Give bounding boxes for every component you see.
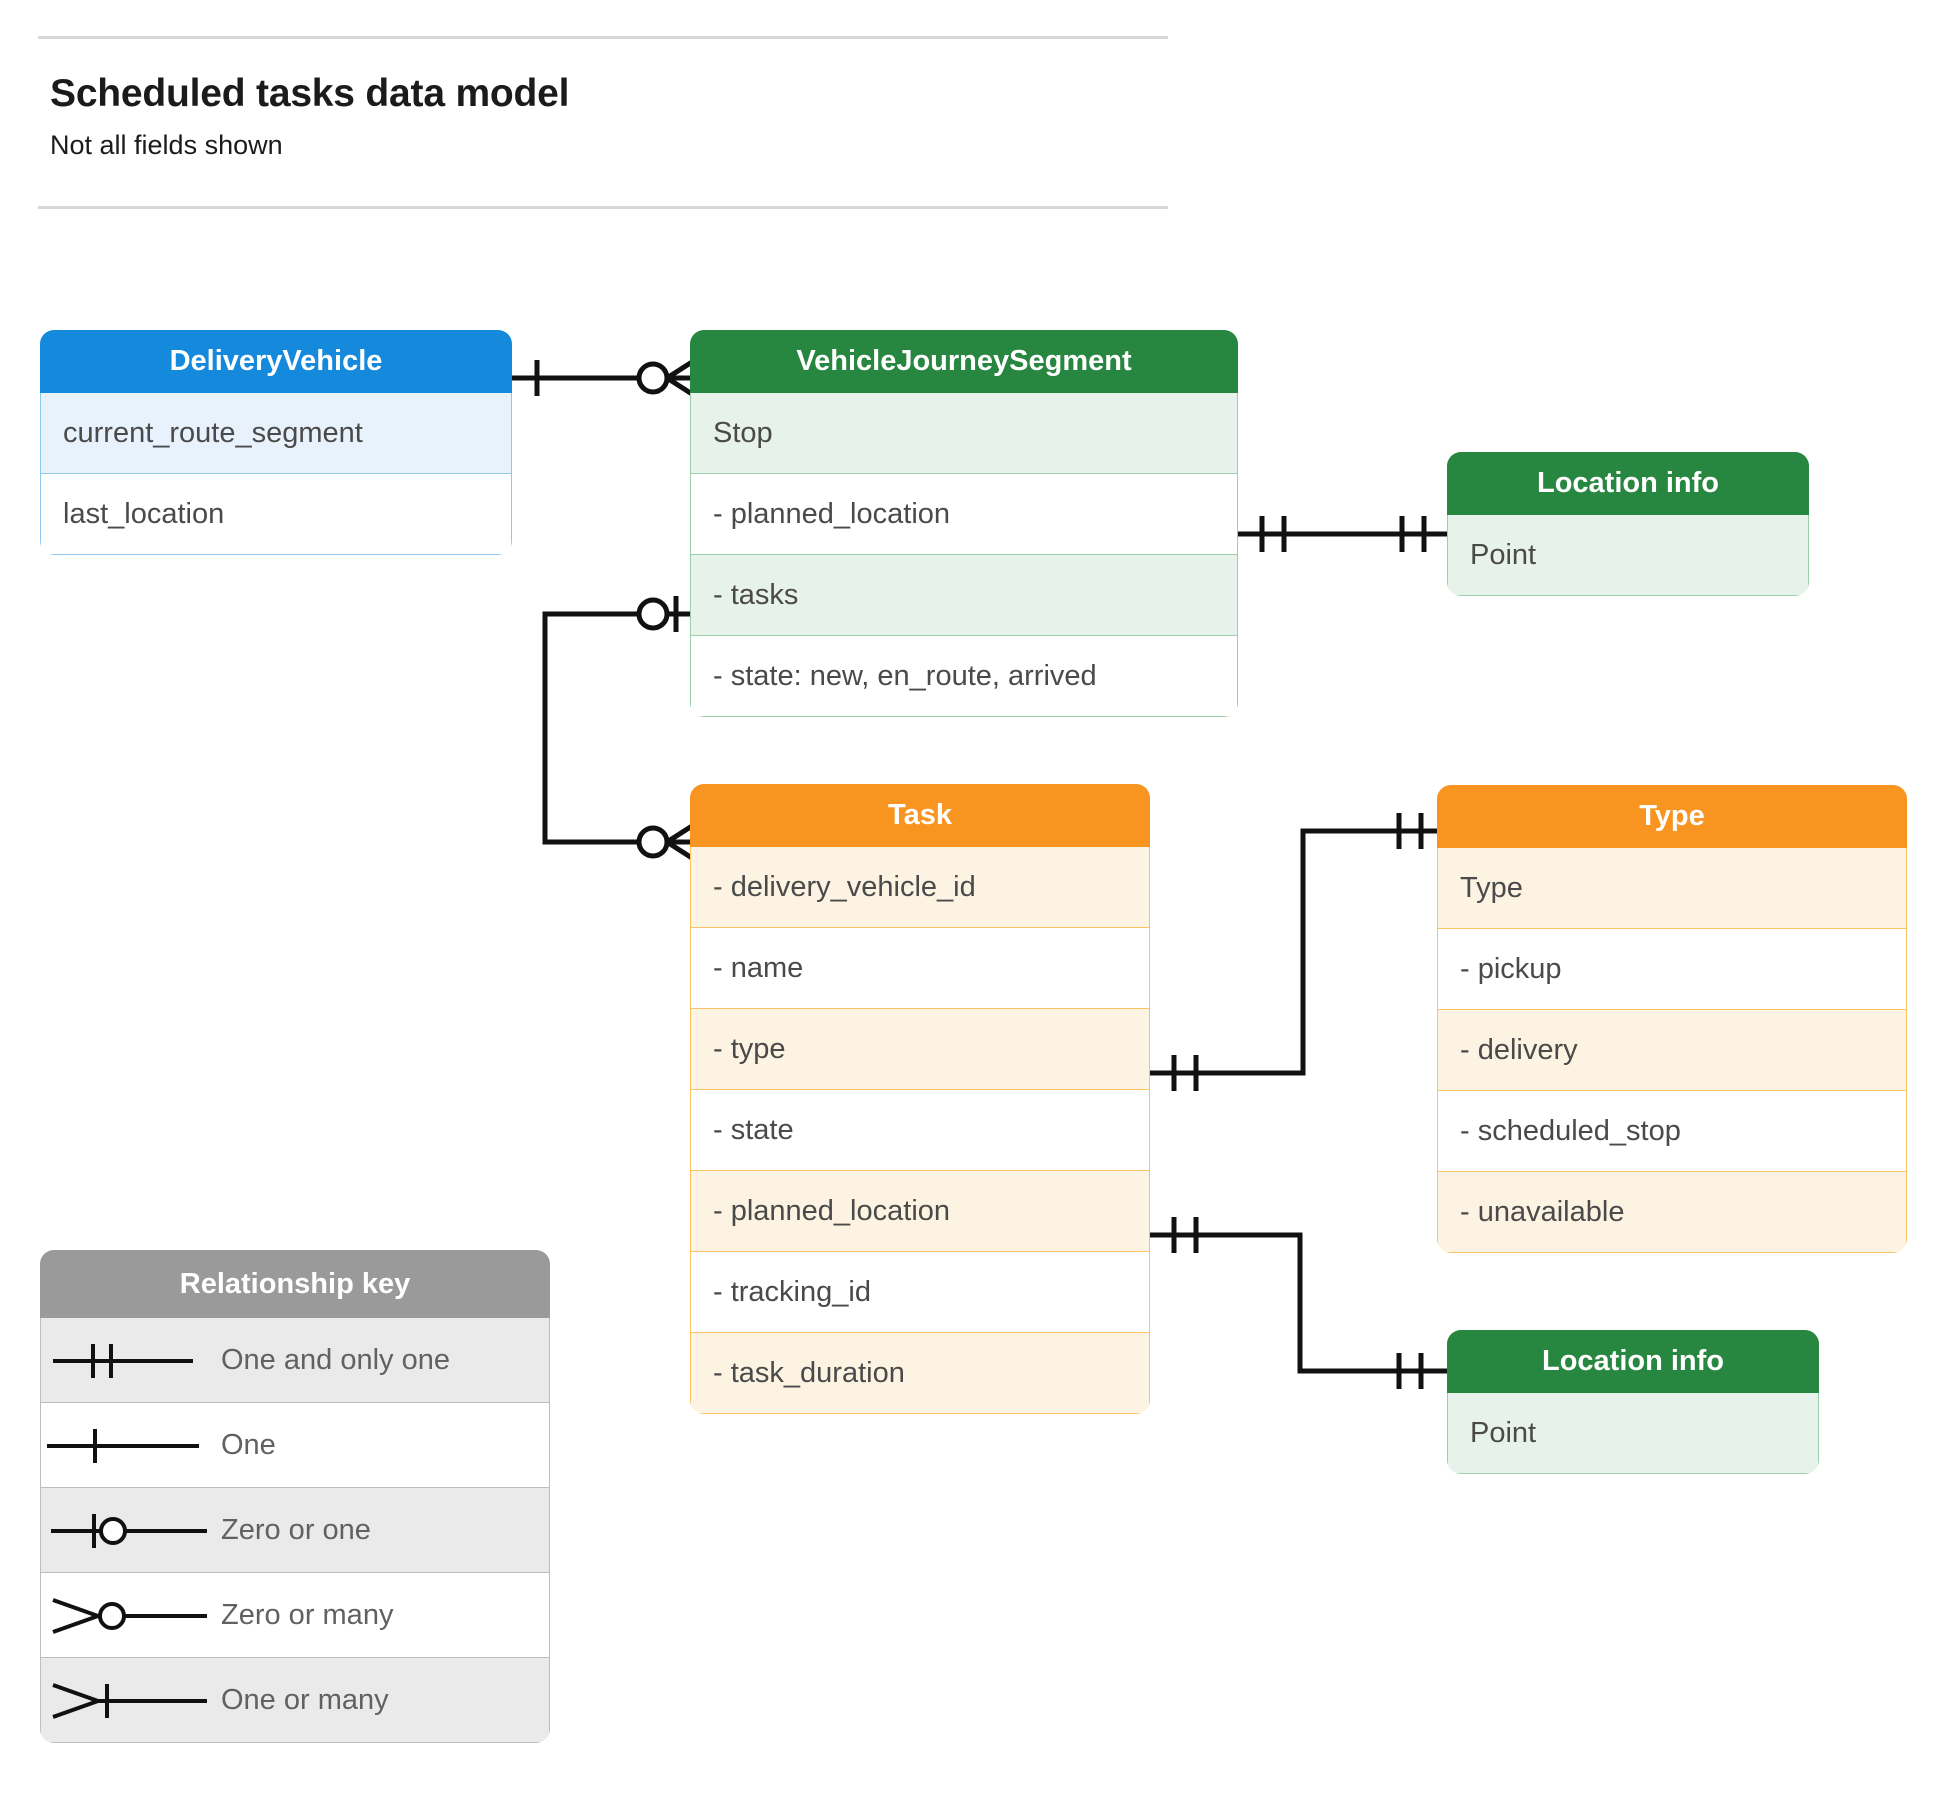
field-row: - delivery_vehicle_id (690, 847, 1150, 928)
legend-item: One or many (40, 1658, 550, 1743)
field-row: - planned_location (690, 474, 1238, 555)
legend-item-label: One and only one (221, 1343, 450, 1376)
header-rule-bottom (38, 206, 1168, 209)
entity-task[interactable]: Task - delivery_vehicle_id - name - type… (690, 784, 1150, 1414)
field-row: current_route_segment (40, 393, 512, 474)
page-title: Scheduled tasks data model (50, 72, 570, 115)
legend-item: One (40, 1403, 550, 1488)
entity-delivery-vehicle[interactable]: DeliveryVehicle current_route_segment la… (40, 330, 512, 555)
field-row: - scheduled_stop (1437, 1091, 1907, 1172)
legend-title: Relationship key (40, 1250, 550, 1318)
legend-item-label: One (221, 1428, 276, 1461)
field-row: Point (1447, 515, 1809, 596)
entity-title-location-info-bottom: Location info (1447, 1330, 1819, 1393)
legend-item-label: Zero or one (221, 1513, 371, 1546)
field-row: - type (690, 1009, 1150, 1090)
legend-item-label: Zero or many (221, 1598, 394, 1631)
field-row: last_location (40, 474, 512, 555)
entity-title-location-info-top: Location info (1447, 452, 1809, 515)
field-row: - task_duration (690, 1333, 1150, 1414)
field-row: - state: new, en_route, arrived (690, 636, 1238, 717)
zero-or-many-icon (41, 1573, 221, 1657)
field-row: - name (690, 928, 1150, 1009)
legend-item-label: One or many (221, 1683, 389, 1716)
entity-title-vehicle-journey-segment: VehicleJourneySegment (690, 330, 1238, 393)
field-row: Type (1437, 848, 1907, 929)
entity-title-delivery-vehicle: DeliveryVehicle (40, 330, 512, 393)
legend-item: Zero or many (40, 1573, 550, 1658)
zero-or-one-icon (41, 1488, 221, 1572)
one-and-only-one-icon (41, 1318, 221, 1402)
field-row: - delivery (1437, 1010, 1907, 1091)
field-row: - planned_location (690, 1171, 1150, 1252)
page-subtitle: Not all fields shown (50, 130, 283, 160)
legend-relationship-key[interactable]: Relationship key One and only one (40, 1250, 550, 1743)
header-rule-top (38, 36, 1168, 39)
field-row: - tasks (690, 555, 1238, 636)
entity-location-info-top[interactable]: Location info Point (1447, 452, 1809, 596)
field-row: - pickup (1437, 929, 1907, 1010)
legend-item: One and only one (40, 1318, 550, 1403)
field-row: Point (1447, 1393, 1819, 1474)
one-or-many-icon (41, 1658, 221, 1742)
entity-title-type: Type (1437, 785, 1907, 848)
entity-vehicle-journey-segment[interactable]: VehicleJourneySegment Stop - planned_loc… (690, 330, 1238, 717)
field-row: - state (690, 1090, 1150, 1171)
field-row: - unavailable (1437, 1172, 1907, 1253)
legend-item: Zero or one (40, 1488, 550, 1573)
field-row: - tracking_id (690, 1252, 1150, 1333)
entity-type[interactable]: Type Type - pickup - delivery - schedule… (1437, 785, 1907, 1253)
entity-title-task: Task (690, 784, 1150, 847)
one-icon (41, 1403, 221, 1487)
field-row: Stop (690, 393, 1238, 474)
entity-location-info-bottom[interactable]: Location info Point (1447, 1330, 1819, 1474)
